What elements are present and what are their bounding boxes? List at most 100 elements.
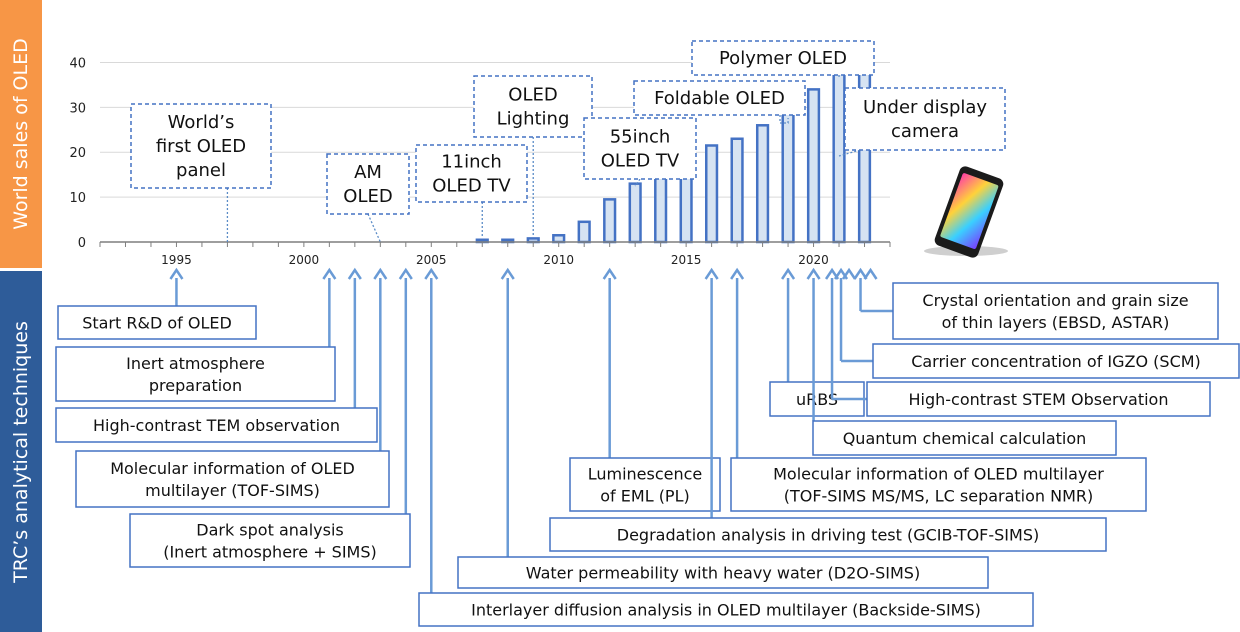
technique-text: Molecular information of OLED multilayer [773,465,1104,484]
technique-box [418,592,1034,627]
arrow-head [853,267,868,280]
milestone-text: AM [354,162,382,183]
technique-annotations: Start R&D of OLED Inert atmosphere prepara… [55,267,1240,627]
arrow-head [373,267,388,280]
bar-2019 [781,106,795,244]
milestone-text: OLED TV [432,176,511,197]
milestone-box [633,80,806,116]
milestone-box [844,87,1006,151]
technique-text: (TOF-SIMS MS/MS, LC separation NMR) [784,487,1094,506]
bar-2016 [705,144,719,244]
bar-2017 [730,137,744,244]
milestone-box [583,117,697,180]
technique-text: Luminescence [588,465,703,484]
x-tick-label: 2010 [543,253,574,267]
technique-box [457,556,989,589]
technique-text: Carrier concentration of IGZO (SCM) [911,352,1201,371]
bar-2012 [603,198,617,244]
technique-text: High-contrast TEM observation [93,416,340,435]
x-tick-label: 2015 [671,253,702,267]
milestone-text: Lighting [497,109,570,130]
technique-3: Molecular information of OLEDmultilayer … [75,267,390,508]
technique-text: Molecular information of OLED [110,459,355,478]
x-tick-label: 2000 [289,253,320,267]
milestone-text: OLED [343,186,392,207]
technique-text: Crystal orientation and grain size [922,291,1188,310]
arrow-head [730,267,745,280]
bar-2021 [832,61,846,244]
technique-box [730,457,1147,512]
milestone-connector [634,178,641,187]
technique-text: (Inert atmosphere + SIMS) [163,543,377,562]
technique-14: Crystal orientation and grain size of thi… [853,267,1219,340]
milestone-text: OLED TV [601,151,680,172]
arrow-head [806,267,821,280]
technique-11: Quantum chemical calculation [806,267,1117,456]
milestone-text: panel [176,160,226,181]
technique-box [55,407,378,443]
milestone-5: Foldable OLED [633,80,806,124]
technique-text: Inert atmosphere [126,354,265,373]
milestone-text: 55inch [610,127,671,148]
technique-text: High-contrast STEM Observation [909,390,1169,409]
milestone-6: Polymer OLED [691,40,875,77]
arrow-head [841,267,857,280]
technique-box [872,343,1240,379]
arrow-head [347,267,362,280]
arrow-head [500,267,515,280]
world-sales-band: World sales of OLED [0,0,42,268]
smartphone-icon [924,166,1008,258]
bar-2010 [552,234,566,244]
x-tick-label: 2005 [416,253,447,267]
technique-text: of EML (PL) [600,487,689,506]
bar-2020 [806,88,821,244]
y-tick-label: 30 [69,101,86,116]
technique-box [866,381,1211,417]
technique-text: Quantum chemical calculation [843,429,1087,448]
milestone-box [691,40,875,76]
milestone-connector [779,115,789,124]
technique-10: uRBS [769,267,865,417]
extra-arrow [863,267,878,280]
x-tick-label: 2020 [798,253,829,267]
technique-6: Water permeability with heavy water (D2O… [457,267,989,589]
arrow-head [704,267,719,280]
milestone-text: first OLED [156,136,246,157]
arrow-head [602,267,617,280]
technique-text: Dark spot analysis [196,521,343,540]
analytical-techniques-band: TRC’s analytical techniques [0,271,42,632]
technique-text: of thin layers (EBSD, ASTAR) [942,313,1170,332]
technique-text: uRBS [796,390,838,409]
y-tick-label: 40 [69,56,86,71]
milestone-text: camera [891,121,959,142]
technique-13: Carrier concentration of IGZO (SCM) [833,267,1240,379]
technique-text: preparation [149,376,242,395]
y-tick-label: 20 [69,146,86,161]
technique-4: Dark spot analysis (Inert atmosphere + SI… [129,267,413,568]
technique-box [892,282,1219,340]
technique-box [549,517,1107,552]
arrow-head [424,267,439,280]
milestone-box [130,103,272,189]
technique-box [812,420,1117,456]
technique-box [129,513,411,568]
x-tick-label: 1995 [161,253,192,267]
technique-5: Interlayer diffusion analysis in OLED mu… [418,267,1034,627]
bar-2018 [755,124,770,244]
technique-1: Inert atmosphere preparation [55,267,337,402]
technique-0: Start R&D of OLED [57,267,257,340]
extra-arrow [841,267,857,280]
technique-text: Interlayer diffusion analysis in OLED mu… [471,601,981,620]
technique-text: Degradation analysis in driving test (GC… [617,526,1039,545]
technique-8: Degradation analysis in driving test (GC… [549,267,1107,552]
milestone-text: 11inch [441,152,502,173]
technique-text: Start R&D of OLED [82,314,232,333]
technique-7: Luminescence of EML (PL) [569,267,721,512]
